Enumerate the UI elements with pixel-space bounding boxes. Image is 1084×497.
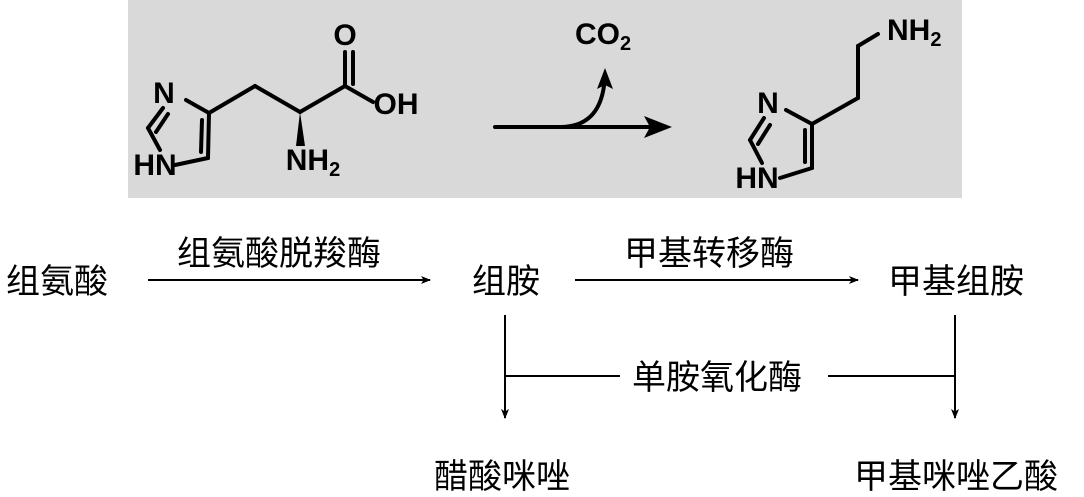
histidine-structure: N HN O OH NH2 xyxy=(133,19,418,182)
co2-label: CO2 xyxy=(575,18,631,55)
histamine-label: 组胺 xyxy=(472,262,540,302)
ring-n-label: N xyxy=(757,87,779,120)
methylimidazole-acetic-acid-label: 甲基咪唑乙酸 xyxy=(854,457,1058,497)
histidine-label: 组氨酸 xyxy=(6,262,108,302)
ring-n-label: N xyxy=(153,77,175,110)
carbonyl-o-label: O xyxy=(333,19,356,52)
mao-label: 单胺氧化酶 xyxy=(632,358,802,398)
ring-nh-label: HN xyxy=(133,149,176,182)
methyltransferase-label: 甲基转移酶 xyxy=(624,234,794,274)
amine-label: NH2 xyxy=(887,14,941,51)
amine-label: NH2 xyxy=(286,144,340,181)
hydroxyl-label: OH xyxy=(374,88,419,121)
ring-nh-label: HN xyxy=(735,162,778,195)
imidazole-acetic-acid-label: 醋酸咪唑 xyxy=(434,457,570,497)
decarboxylase-label: 组氨酸脱羧酶 xyxy=(177,234,381,274)
histamine-structure: N HN NH2 xyxy=(735,14,941,195)
reaction-panel xyxy=(128,0,962,198)
wedge-bond xyxy=(296,112,305,146)
methylhistamine-label: 甲基组胺 xyxy=(888,262,1024,302)
decarboxylation-arrow xyxy=(493,68,672,138)
